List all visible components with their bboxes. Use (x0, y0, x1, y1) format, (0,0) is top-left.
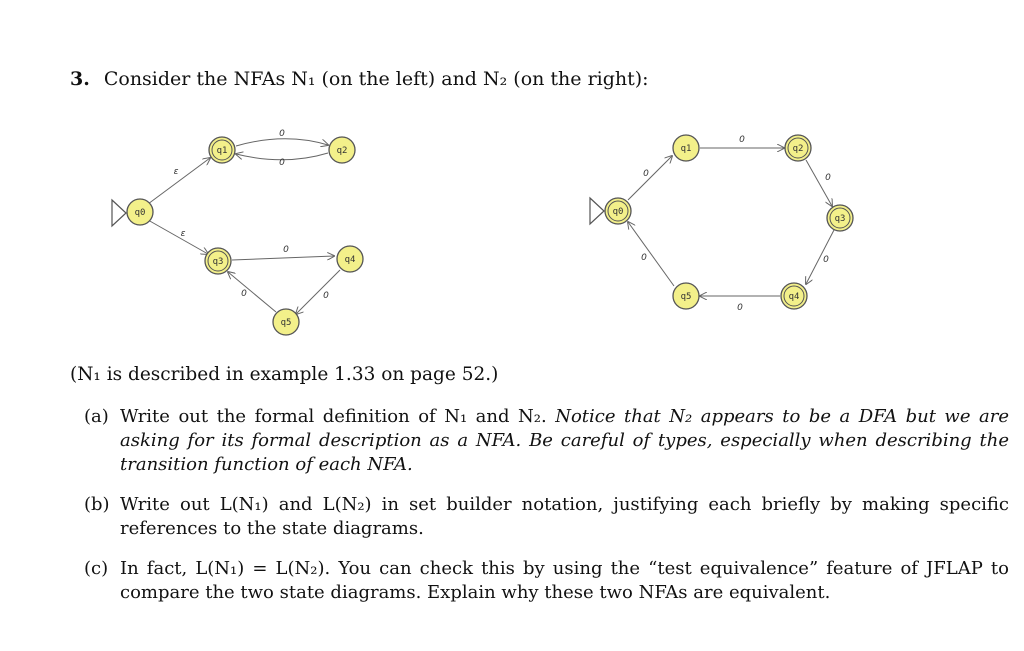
start-arrow-icon (589, 196, 605, 226)
problem-heading: 3. Consider the NFAs N₁ (on the left) and… (70, 68, 649, 90)
edge-q3-q4 (806, 229, 835, 284)
edge-q2-q1 (236, 153, 329, 161)
state-q0: q0 (604, 197, 632, 225)
edge-q0-q1 (147, 158, 210, 205)
svg-text:q5: q5 (281, 318, 292, 328)
edge-label-q2-q1: 0 (279, 158, 285, 168)
edge-label-q0-q1: ε (174, 167, 179, 177)
edge-q1-q2 (235, 138, 328, 146)
edge-q0-q1 (627, 156, 672, 201)
start-arrow-icon (111, 198, 127, 228)
example-note: (N₁ is described in example 1.33 on page… (70, 364, 499, 385)
svg-text:q3: q3 (213, 257, 224, 267)
edge-label-q4-q5: 0 (737, 303, 743, 313)
nfa-n2-diagram: 0 0 0 0 0 0 q0 q1 q2 q3 q4 q5 (589, 134, 854, 313)
problem-number: 3. (70, 68, 90, 90)
state-q2: q2 (784, 134, 812, 162)
edge-label-q4-q5: 0 (323, 291, 329, 301)
part-label: (b) (84, 494, 110, 515)
state-q3: q3 (826, 204, 854, 232)
state-q5: q5 (272, 308, 300, 336)
part-a-italic: Notice that N₂ appears to be a DFA but w… (120, 406, 1009, 475)
edge-label-q5-q3: 0 (241, 289, 247, 299)
svg-text:q4: q4 (345, 255, 356, 265)
nfa-n1-diagram: ε ε 0 0 0 0 0 q0 q1 q2 q3 q4 q5 (111, 129, 364, 336)
part-text: Write out the formal definition of N₁ an… (120, 405, 1009, 477)
part-label: (a) (84, 406, 109, 427)
edge-q0-q3 (147, 219, 208, 254)
svg-text:q2: q2 (337, 146, 348, 156)
edge-q4-q5 (296, 269, 341, 314)
svg-text:q2: q2 (793, 144, 804, 154)
part-label: (c) (84, 558, 109, 579)
edge-label-q3-q4: 0 (823, 255, 829, 265)
edge-label-q2-q3: 0 (825, 173, 831, 183)
edge-label-q5-q0: 0 (641, 253, 647, 263)
svg-text:q3: q3 (835, 214, 846, 224)
state-q1: q1 (208, 136, 236, 164)
svg-text:q1: q1 (217, 146, 228, 156)
problem-intro: Consider the NFAs N₁ (on the left) and N… (103, 68, 649, 90)
state-q1: q1 (672, 134, 700, 162)
part-b: (b) Write out L(N₁) and L(N₂) in set bui… (84, 493, 1009, 541)
svg-text:q1: q1 (681, 144, 692, 154)
edge-label-q1-q2: 0 (739, 135, 745, 145)
part-c-text: In fact, L(N₁) = L(N₂). You can check th… (120, 558, 1009, 603)
problem-parts: (a) Write out the formal definition of N… (84, 405, 1009, 621)
edge-q5-q0 (628, 222, 675, 287)
state-q0: q0 (126, 198, 154, 226)
svg-text:q5: q5 (681, 292, 692, 302)
edge-label-q0-q1: 0 (643, 169, 649, 179)
svg-text:q0: q0 (135, 208, 146, 218)
svg-text:q0: q0 (613, 207, 624, 217)
state-q3: q3 (204, 247, 232, 275)
part-a-text: Write out the formal definition of N₁ an… (120, 406, 547, 427)
edge-label-q1-q2: 0 (279, 129, 285, 139)
part-a: (a) Write out the formal definition of N… (84, 405, 1009, 477)
part-c: (c) In fact, L(N₁) = L(N₂). You can chec… (84, 557, 1009, 605)
svg-text:q4: q4 (789, 292, 800, 302)
state-q4: q4 (336, 245, 364, 273)
edge-q5-q3 (228, 272, 277, 313)
edge-label-q0-q3: ε (181, 229, 186, 239)
state-q5: q5 (672, 282, 700, 310)
edge-q2-q3 (805, 159, 832, 206)
edge-label-q3-q4: 0 (283, 245, 289, 255)
part-b-text: Write out L(N₁) and L(N₂) in set builder… (120, 494, 1009, 539)
edge-q3-q4 (231, 256, 334, 261)
state-q2: q2 (328, 136, 356, 164)
state-q4: q4 (780, 282, 808, 310)
